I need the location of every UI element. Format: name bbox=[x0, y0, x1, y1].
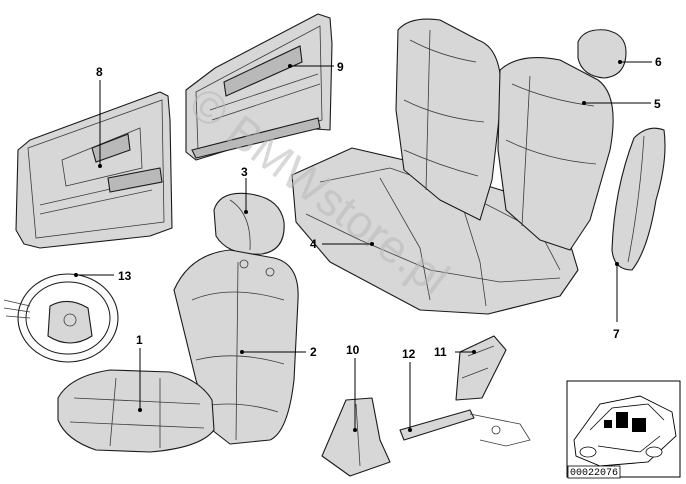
callout-3[interactable]: 3 bbox=[241, 165, 248, 179]
callout-5[interactable]: 5 bbox=[654, 97, 661, 111]
diagram-number: 00022076 bbox=[570, 468, 618, 479]
side-bolster[interactable] bbox=[611, 127, 666, 271]
steering-wheel[interactable] bbox=[3, 273, 119, 363]
callout-9[interactable]: 9 bbox=[337, 60, 344, 74]
handbrake-boot[interactable] bbox=[455, 335, 507, 401]
callout-12[interactable]: 12 bbox=[402, 347, 416, 361]
rear-backrest-side[interactable] bbox=[497, 57, 614, 251]
front-headrest[interactable] bbox=[213, 192, 285, 255]
callout-13[interactable]: 13 bbox=[118, 269, 132, 283]
callout-8[interactable]: 8 bbox=[96, 65, 103, 79]
callout-6[interactable]: 6 bbox=[655, 55, 662, 69]
rear-backrest-center[interactable] bbox=[395, 18, 502, 221]
front-seat-cushion[interactable] bbox=[57, 369, 215, 453]
gear-lever-boot[interactable] bbox=[321, 397, 391, 477]
callout-11[interactable]: 11 bbox=[434, 345, 447, 359]
callout-2[interactable]: 2 bbox=[310, 345, 317, 359]
rear-seat-cushion[interactable] bbox=[291, 147, 579, 315]
callout-7[interactable]: 7 bbox=[613, 327, 620, 341]
callout-4[interactable]: 4 bbox=[310, 237, 317, 251]
handbrake-lever[interactable] bbox=[399, 409, 531, 447]
front-door-trim-panel[interactable] bbox=[15, 91, 173, 249]
rear-headrest[interactable] bbox=[577, 29, 627, 79]
car-location-inset: 00022076 bbox=[566, 380, 681, 479]
callout-10[interactable]: 10 bbox=[346, 343, 360, 357]
callout-1[interactable]: 1 bbox=[136, 333, 143, 347]
leader-lines bbox=[74, 60, 652, 432]
rear-door-trim-panel[interactable] bbox=[185, 13, 333, 161]
